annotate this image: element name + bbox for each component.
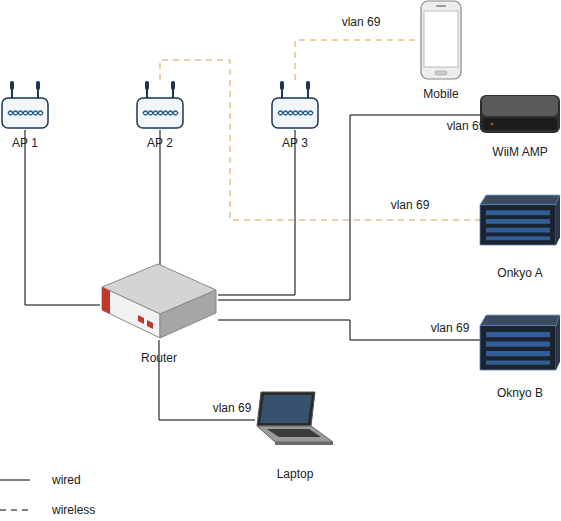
access-point-icon [270,80,320,130]
device-node: AP 2 [135,80,185,130]
legend-text: wireless [52,503,95,517]
vlan-label: vlan 69 [447,119,486,133]
wireless-link [295,40,420,80]
router-icon [100,262,218,340]
receiver-icon [480,195,560,245]
device-label: Laptop [277,467,314,481]
laptop-icon [255,390,335,446]
device-node: AP 1 [0,80,50,130]
device-node: AP 3 [270,80,320,130]
vlan-label: vlan 69 [342,15,381,29]
wired-link [218,320,480,340]
device-node: Onkyo A [480,195,560,245]
access-point-icon [0,80,50,130]
device-label: AP 2 [147,136,173,150]
device-label: Oknyo B [497,386,543,400]
wireless-sample [0,510,30,511]
vlan-label: vlan 69 [213,401,252,415]
device-node: Mobile [420,0,462,80]
device-node: WiiM AMP [480,92,560,136]
phone-icon [420,0,462,80]
receiver-icon [480,315,560,370]
wired-link [218,115,480,300]
wired-sample [0,480,30,481]
device-label: WiiM AMP [492,145,547,159]
wired-link [25,130,100,305]
device-label: Mobile [423,87,458,101]
device-node: Oknyo B [480,315,560,370]
access-point-icon [135,80,185,130]
device-label: Router [141,351,177,365]
device-node: Laptop [255,390,335,446]
device-label: AP 1 [12,136,38,150]
wireless-link [160,60,480,220]
vlan-label: vlan 69 [391,198,430,212]
wired-link [160,130,161,266]
amplifier-icon [480,92,560,136]
vlan-label: vlan 69 [431,321,470,335]
device-label: Onkyo A [497,266,542,280]
device-node: Router [100,262,218,340]
device-label: AP 3 [282,136,308,150]
legend-text: wired [52,473,81,487]
